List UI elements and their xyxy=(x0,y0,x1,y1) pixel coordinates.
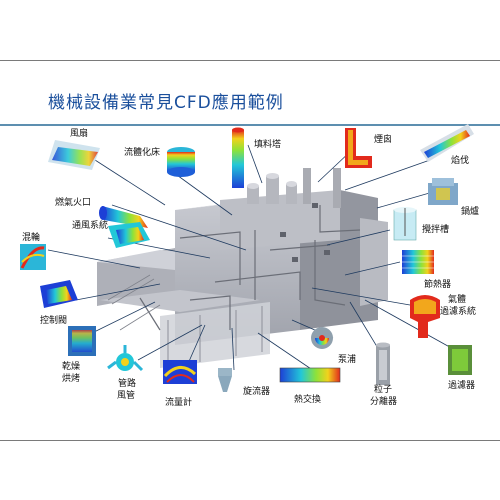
thumb-chimney xyxy=(345,128,372,168)
thumb-mixer xyxy=(20,244,46,270)
piping xyxy=(139,205,361,331)
leader-lines xyxy=(47,144,456,376)
thumb-packed-tower xyxy=(232,127,244,188)
label-kiln: 焰伐 xyxy=(451,154,469,166)
label-fan: 風扇 xyxy=(70,127,88,139)
thumb-boiler xyxy=(428,178,458,205)
thumb-filter xyxy=(448,345,472,375)
label-combustion-port: 燃氣火口 xyxy=(55,196,91,208)
label-filter: 過濾器 xyxy=(448,379,475,391)
windows xyxy=(280,203,330,262)
thumb-cyclone xyxy=(218,368,232,392)
thumb-stir-tank xyxy=(393,207,417,241)
roof-tank-1-top xyxy=(247,183,259,189)
right-tower xyxy=(360,218,388,306)
label-particle-line1: 粒子 xyxy=(374,383,392,395)
label-packed-tower: 填料塔 xyxy=(254,138,281,150)
lower-structure xyxy=(160,302,270,368)
roof-tank-1 xyxy=(247,186,259,204)
roof-tank-2 xyxy=(266,176,279,204)
stack-2 xyxy=(333,168,341,208)
label-dryer-line2: 烘烤 xyxy=(62,372,80,384)
thumb-ventilation xyxy=(108,222,150,248)
label-pipe-line1: 管路 xyxy=(118,377,136,389)
label-dryer-line1: 乾燥 xyxy=(62,360,80,372)
thumb-dryer xyxy=(68,326,96,356)
thumb-flowmeter xyxy=(163,360,197,384)
label-mixer: 混輪 xyxy=(22,231,40,243)
structure-columns xyxy=(167,306,263,366)
label-flowmeter: 流量計 xyxy=(165,396,192,408)
label-control-valve: 控制閥 xyxy=(40,314,67,326)
thumb-heater xyxy=(402,250,434,274)
stairs xyxy=(107,274,161,331)
thumb-fluidized-bed xyxy=(167,147,195,177)
label-boiler: 鍋爐 xyxy=(461,205,479,217)
label-cyclone: 旋流器 xyxy=(243,385,270,397)
thumb-heat-exchanger xyxy=(279,367,341,383)
label-fluidized-bed: 流體化床 xyxy=(124,146,160,158)
thumb-fan xyxy=(48,140,100,170)
label-particle-line2: 分離器 xyxy=(370,395,397,407)
title-underline xyxy=(0,124,500,126)
label-stir-tank: 攪拌槽 xyxy=(422,223,449,235)
top-rule xyxy=(0,60,500,61)
plant-building xyxy=(97,168,388,368)
component-labels: 風扇 流體化床 填料塔 煙囪 焰伐 燃氣火口 鍋爐 通風系統 混輪 攪拌槽 節熱… xyxy=(22,127,479,408)
label-gas-filter-line1: 氣體 xyxy=(448,293,466,305)
label-ventilation: 通風系統 xyxy=(72,219,108,231)
thumb-pump xyxy=(311,327,333,349)
thumb-gas-filter-system xyxy=(410,295,440,338)
page-title: 機械設備業常見CFD應用範例 xyxy=(48,93,284,113)
upper-block xyxy=(220,190,340,250)
label-chimney: 煙囪 xyxy=(374,133,392,145)
label-pump: 泵浦 xyxy=(338,353,356,365)
label-heater: 節熱器 xyxy=(424,278,451,290)
label-heat-exchanger: 熱交換 xyxy=(294,393,321,405)
label-gas-filter-line2: 過濾系統 xyxy=(440,305,476,317)
roof-tank-3-top xyxy=(286,181,297,187)
roof-tank-2-top xyxy=(266,173,279,179)
thumb-kiln xyxy=(420,124,474,162)
thumb-pipe-duct xyxy=(107,345,144,372)
thumb-particle-separator xyxy=(376,342,390,385)
bottom-rule xyxy=(0,440,500,441)
stack-1 xyxy=(303,168,311,204)
thumb-control-valve xyxy=(40,280,78,308)
ground-platform xyxy=(100,290,260,312)
roof-tank-3 xyxy=(286,184,297,204)
label-pipe-line2: 風管 xyxy=(117,389,135,401)
